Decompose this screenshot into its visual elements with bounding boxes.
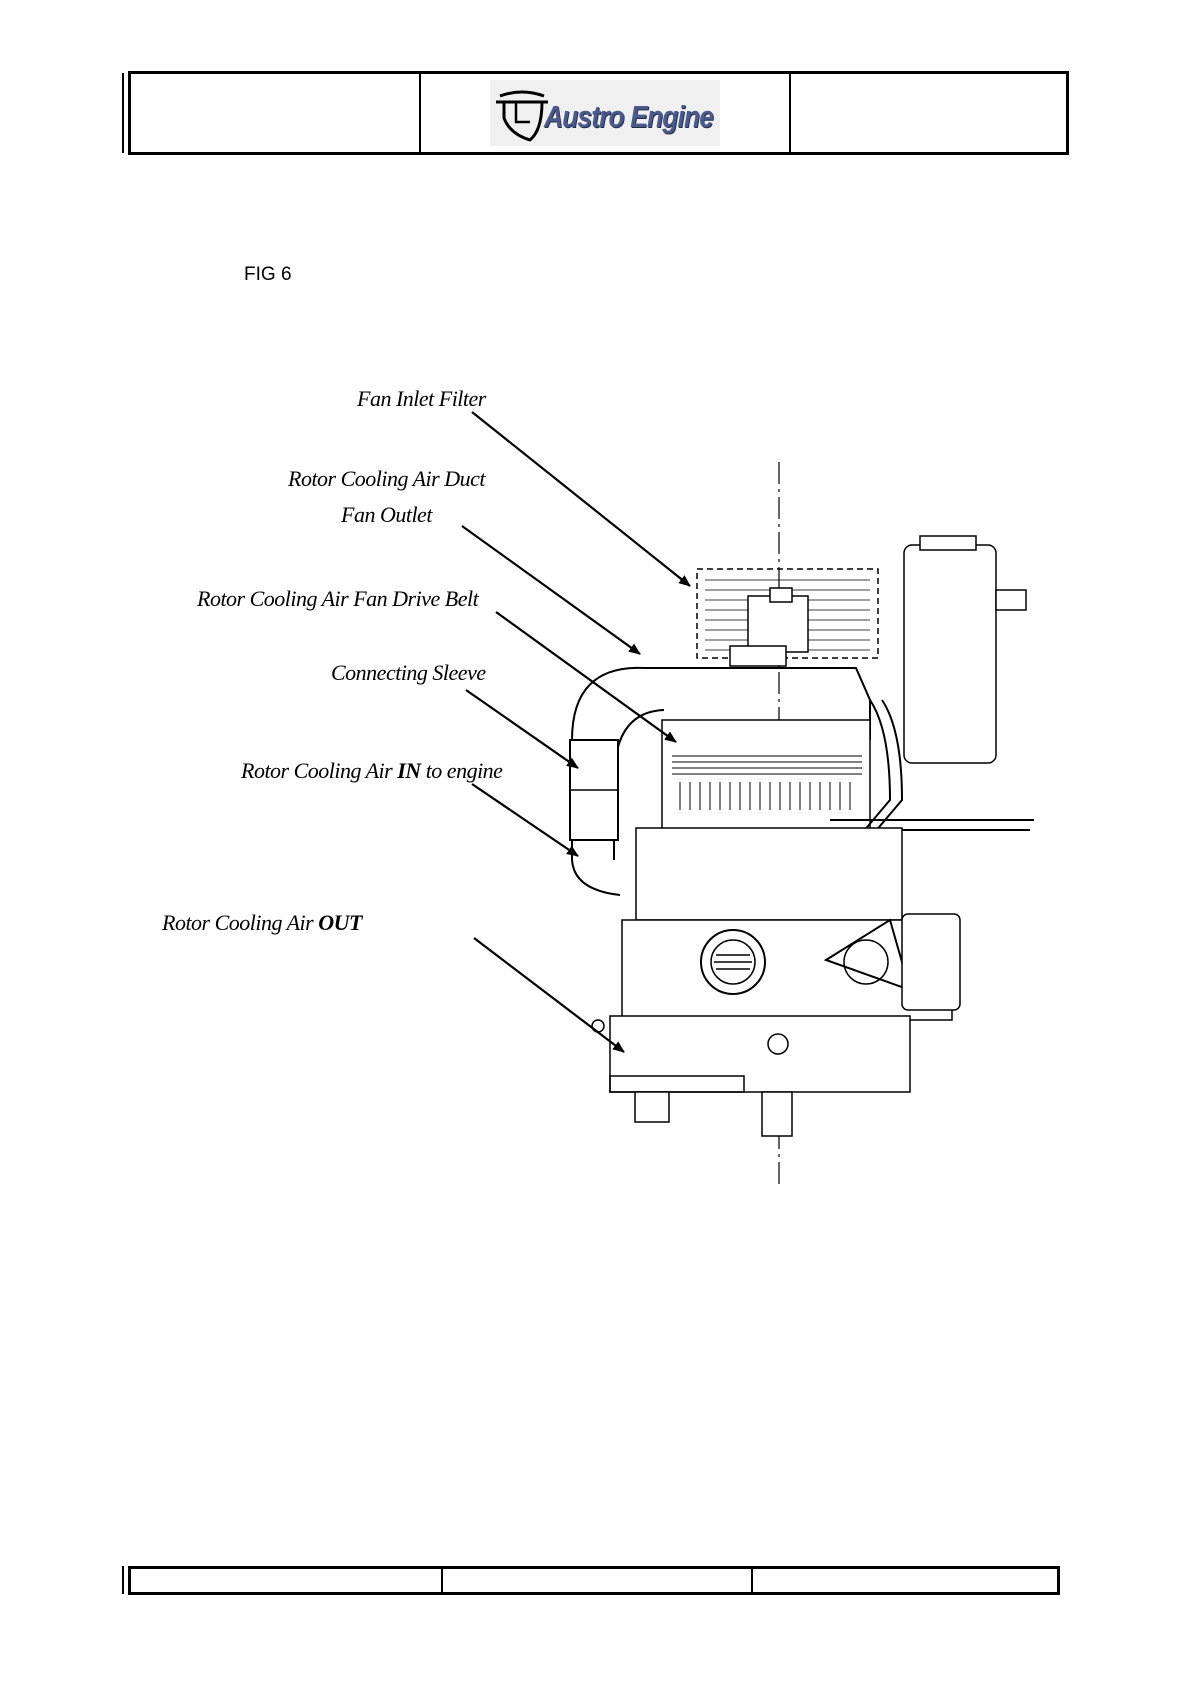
callout-rotor-cooling-air-out: Rotor Cooling Air OUT — [162, 910, 362, 936]
lower-housing-shape — [610, 1016, 910, 1092]
air-in-text-suffix: to engine — [421, 758, 503, 783]
air-out-text-bold: OUT — [318, 910, 362, 935]
footer-cell-1 — [131, 1569, 441, 1592]
footer-cell-3 — [751, 1569, 1057, 1592]
leader-fan-inlet-filter — [472, 412, 690, 586]
callout-fan-drive-belt: Rotor Cooling Air Fan Drive Belt — [197, 586, 478, 612]
footer-cell-2 — [441, 1569, 751, 1592]
callout-rotor-cooling-air-duct: Rotor Cooling Air Duct — [288, 466, 485, 492]
callout-rotor-cooling-air-in: Rotor Cooling Air IN to engine — [241, 758, 502, 784]
leader-connecting-sleeve — [466, 690, 578, 768]
leader-air-out — [474, 938, 624, 1052]
footer-margin-bar — [122, 1566, 124, 1594]
leader-air-in — [472, 784, 578, 856]
air-in-text-prefix: Rotor Cooling Air — [241, 758, 397, 783]
callout-fan-outlet: Fan Outlet — [341, 502, 432, 528]
air-out-text-prefix: Rotor Cooling Air — [162, 910, 318, 935]
air-in-text-bold: IN — [397, 758, 420, 783]
oil-tank-shape — [904, 545, 996, 763]
callout-connecting-sleeve: Connecting Sleeve — [331, 660, 486, 686]
leader-drive-belt — [496, 612, 676, 742]
page-footer — [128, 1566, 1060, 1595]
callout-fan-inlet-filter: Fan Inlet Filter — [357, 386, 486, 412]
leader-fan-outlet — [462, 526, 640, 654]
